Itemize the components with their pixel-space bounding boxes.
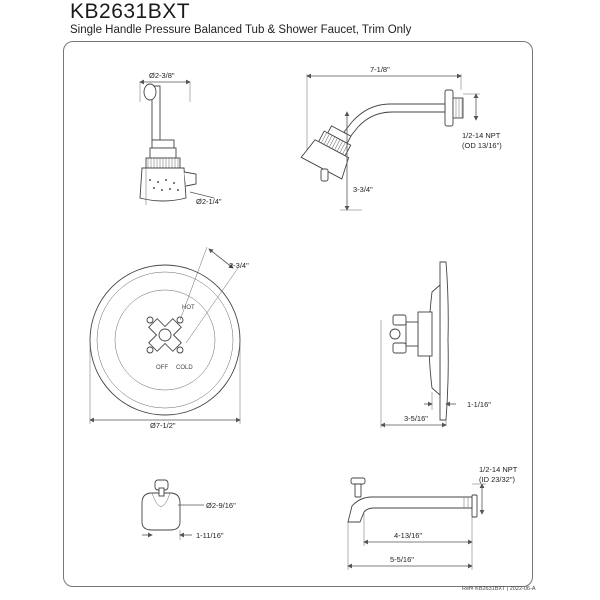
valve-trim-side-view: 1-1/16" 3-5/16" bbox=[380, 261, 491, 428]
dim-plate-thickness: 1-1/16" bbox=[467, 400, 491, 409]
dim-handle-length: 2-3/4" bbox=[229, 261, 249, 270]
label-off: OFF bbox=[156, 365, 168, 371]
drawing-sheet-border bbox=[63, 41, 533, 587]
product-description: Single Handle Pressure Balanced Tub & Sh… bbox=[70, 24, 412, 36]
dim-spout-dia: Ø2-9/16" bbox=[206, 501, 236, 510]
footer-reference: Ref# KB2631BXT | 2022-06-A bbox=[462, 586, 536, 592]
dim-valve-depth: 3-5/16" bbox=[404, 414, 428, 423]
dim-plate-dia: Ø7-1/2" bbox=[150, 421, 176, 430]
label-hot: HOT bbox=[182, 305, 195, 311]
showerhead-front-view: Ø2-3/8" Ø2-1/4" bbox=[139, 71, 222, 206]
model-number: KB2631BXT bbox=[70, 0, 191, 23]
tub-spout-side-view: 1/2-14 NPT (ID 23/32") 4-13/16" 5-5/16" bbox=[347, 465, 518, 570]
dim-arm-npt: 1/2-14 NPT bbox=[462, 131, 501, 140]
dim-arm-length: 7-1/8" bbox=[370, 65, 390, 74]
dim-showerhead-base-dia: Ø2-1/4" bbox=[196, 197, 222, 206]
dim-spout-npt: 1/2-14 NPT bbox=[479, 465, 518, 474]
shower-arm-side-view: 7-1/8" 1/2-14 NPT (OD 13/16") 3-3/4" bbox=[300, 65, 502, 211]
valve-trim-front-view: HOT OFF COLD 2-3/4" Ø7-1/2" bbox=[89, 246, 249, 430]
dim-spout-id: (ID 23/32") bbox=[479, 475, 516, 484]
dim-spout-length: 5-5/16" bbox=[390, 555, 414, 564]
label-cold: COLD bbox=[176, 365, 193, 371]
dim-showerhead-dia: Ø2-3/8" bbox=[149, 71, 175, 80]
tub-spout-front-view: Ø2-9/16" 1-11/16" bbox=[141, 479, 236, 540]
dim-arm-od: (OD 13/16") bbox=[462, 141, 502, 150]
dim-spout-reach: 4-13/16" bbox=[394, 531, 422, 540]
dim-arm-drop: 3-3/4" bbox=[353, 185, 373, 194]
dim-spout-height: 1-11/16" bbox=[196, 531, 224, 540]
